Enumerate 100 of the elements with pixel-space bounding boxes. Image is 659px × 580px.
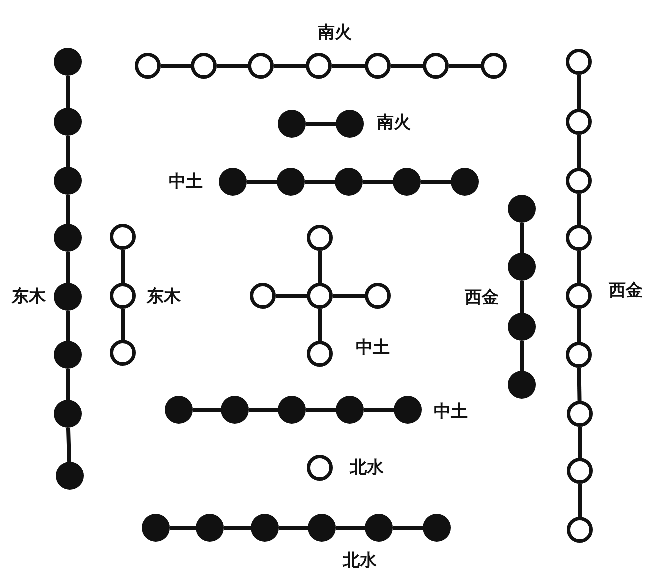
solid-dot bbox=[508, 313, 536, 341]
connector-line bbox=[336, 526, 365, 530]
connector-line bbox=[224, 526, 251, 530]
connector-line bbox=[66, 428, 72, 462]
solid-dot bbox=[308, 514, 336, 542]
direction-label: 中土 bbox=[356, 338, 390, 358]
solid-dot bbox=[336, 396, 364, 424]
solid-dot bbox=[393, 168, 421, 196]
open-dot bbox=[110, 340, 136, 366]
connector-line bbox=[306, 122, 336, 126]
connector-line bbox=[577, 309, 581, 342]
open-dot bbox=[566, 49, 592, 75]
solid-dot bbox=[508, 371, 536, 399]
open-dot bbox=[191, 53, 217, 79]
connector-line bbox=[577, 135, 581, 168]
direction-label: 南火 bbox=[377, 113, 411, 133]
connector-line bbox=[391, 64, 423, 68]
connector-line bbox=[66, 369, 70, 400]
connector-line bbox=[306, 408, 336, 412]
solid-dot bbox=[336, 110, 364, 138]
solid-dot bbox=[56, 462, 84, 490]
connector-line bbox=[578, 427, 582, 458]
direction-label: 中土 bbox=[169, 172, 203, 192]
open-dot bbox=[135, 53, 161, 79]
solid-dot bbox=[335, 168, 363, 196]
open-dot bbox=[250, 283, 276, 309]
connector-line bbox=[121, 309, 125, 340]
solid-dot bbox=[219, 168, 247, 196]
connector-line bbox=[577, 251, 581, 283]
open-dot bbox=[566, 109, 592, 135]
connector-line bbox=[332, 64, 365, 68]
solid-dot bbox=[54, 108, 82, 136]
connector-line bbox=[520, 341, 524, 371]
solid-dot bbox=[394, 396, 422, 424]
solid-dot bbox=[54, 400, 82, 428]
connector-line bbox=[305, 180, 335, 184]
open-dot bbox=[365, 283, 391, 309]
solid-dot bbox=[278, 396, 306, 424]
connector-line bbox=[217, 64, 248, 68]
connector-line bbox=[276, 294, 307, 298]
connector-line bbox=[249, 408, 278, 412]
open-dot bbox=[307, 225, 333, 251]
solid-dot bbox=[365, 514, 393, 542]
open-dot bbox=[423, 53, 449, 79]
direction-label: 东木 bbox=[147, 287, 181, 307]
direction-label: 西金 bbox=[609, 281, 643, 301]
connector-line bbox=[274, 64, 306, 68]
solid-dot bbox=[165, 396, 193, 424]
open-dot bbox=[307, 341, 333, 367]
connector-line bbox=[364, 408, 394, 412]
connector-line bbox=[578, 484, 582, 517]
connector-line bbox=[393, 526, 423, 530]
open-dot bbox=[566, 225, 592, 251]
solid-dot bbox=[451, 168, 479, 196]
solid-dot bbox=[196, 514, 224, 542]
open-dot bbox=[307, 455, 333, 481]
open-dot bbox=[566, 342, 592, 368]
connector-line bbox=[318, 251, 322, 283]
connector-line bbox=[333, 294, 365, 298]
direction-label: 东木 bbox=[12, 287, 46, 307]
connector-line bbox=[363, 180, 393, 184]
open-dot bbox=[110, 224, 136, 250]
connector-line bbox=[66, 76, 70, 108]
connector-line bbox=[247, 180, 277, 184]
connector-line bbox=[449, 64, 481, 68]
connector-line bbox=[520, 281, 524, 313]
open-dot bbox=[365, 53, 391, 79]
direction-label: 南火 bbox=[318, 23, 352, 43]
open-dot bbox=[566, 168, 592, 194]
connector-line bbox=[66, 311, 70, 341]
direction-label: 中土 bbox=[434, 402, 468, 422]
direction-label: 北水 bbox=[350, 458, 384, 478]
solid-dot bbox=[54, 167, 82, 195]
open-dot bbox=[110, 283, 136, 309]
solid-dot bbox=[54, 224, 82, 252]
direction-label: 西金 bbox=[465, 288, 499, 308]
solid-dot bbox=[54, 341, 82, 369]
solid-dot bbox=[508, 195, 536, 223]
connector-line bbox=[577, 75, 581, 109]
solid-dot bbox=[221, 396, 249, 424]
solid-dot bbox=[277, 168, 305, 196]
solid-dot bbox=[508, 253, 536, 281]
solid-dot bbox=[54, 48, 82, 76]
open-dot bbox=[567, 458, 593, 484]
open-dot bbox=[567, 517, 593, 543]
connector-line bbox=[520, 223, 524, 253]
open-dot bbox=[248, 53, 274, 79]
connector-line bbox=[66, 252, 70, 283]
connector-line bbox=[193, 408, 221, 412]
connector-line bbox=[66, 195, 70, 224]
connector-line bbox=[318, 309, 322, 341]
open-dot bbox=[306, 53, 332, 79]
solid-dot bbox=[142, 514, 170, 542]
connector-line bbox=[170, 526, 196, 530]
solid-dot bbox=[423, 514, 451, 542]
connector-line bbox=[577, 368, 582, 402]
connector-line bbox=[66, 136, 70, 167]
open-dot bbox=[481, 53, 507, 79]
connector-line bbox=[577, 194, 581, 225]
open-dot bbox=[566, 283, 592, 309]
